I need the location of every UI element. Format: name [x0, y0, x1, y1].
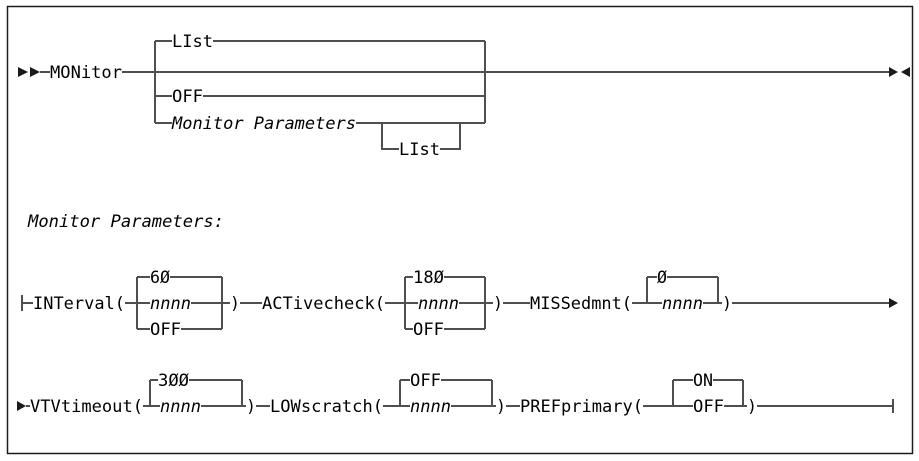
- activecheck-off: OFF: [413, 320, 444, 340]
- list-option: LIst: [172, 32, 213, 52]
- activecheck-close-paren: ): [493, 294, 503, 314]
- activecheck-variable: nnnn: [418, 294, 459, 314]
- monitor-statement: MONitor LIst OFF Monitor Parameters LIst: [18, 32, 910, 160]
- parameters-row-2: VTVtimeout( 3ØØ nnnn ) LOWscratch( OFF n…: [17, 371, 894, 417]
- missedmnt-variable: nnnn: [662, 294, 703, 314]
- prefprimary-keyword: PREFprimary(: [520, 397, 643, 417]
- start-arrow-icon: [18, 67, 28, 77]
- prefprimary-alternate: OFF: [693, 397, 724, 417]
- vtvtimeout-keyword: VTVtimeout(: [30, 397, 143, 417]
- end-arrow-right-icon: [889, 67, 898, 77]
- prefprimary-default: ON: [693, 371, 713, 391]
- fragment-label: Monitor Parameters:: [27, 212, 224, 232]
- interval-variable: nnnn: [150, 294, 191, 314]
- diagram-border: [6, 5, 914, 455]
- interval-default: 6Ø: [150, 268, 170, 288]
- vtvtimeout-default: 3ØØ: [158, 371, 189, 391]
- monitor-parameters-option: Monitor Parameters: [171, 114, 356, 134]
- lowscratch-variable: nnnn: [410, 397, 451, 417]
- lowscratch-default: OFF: [410, 371, 441, 391]
- interval-close-paren: ): [230, 294, 240, 314]
- lowscratch-close-paren: ): [496, 397, 506, 417]
- missedmnt-keyword: MISSedmnt(: [530, 294, 632, 314]
- activecheck-default: 18Ø: [413, 268, 444, 288]
- params-list-option: LIst: [399, 140, 440, 160]
- off-option: OFF: [172, 87, 203, 107]
- lowscratch-keyword: LOWscratch(: [270, 397, 383, 417]
- end-arrow-left-icon: [901, 67, 910, 77]
- optional-list-line: [381, 123, 399, 150]
- vtvtimeout-close-paren: ): [246, 397, 256, 417]
- missedmnt-default: Ø: [657, 268, 667, 288]
- parameters-row-1: INTerval( 6Ø nnnn OFF ) ACTivecheck( 18Ø…: [21, 268, 898, 340]
- interval-off: OFF: [150, 320, 181, 340]
- missedmnt-close-paren: ): [722, 294, 732, 314]
- prefprimary-close-paren: ): [747, 397, 757, 417]
- monitor-keyword: MONitor: [50, 63, 122, 83]
- row-continue-arrow-icon: [889, 298, 898, 308]
- activecheck-keyword: ACTivecheck(: [262, 294, 385, 314]
- start-arrow-icon: [30, 67, 40, 77]
- optional-list-line: [440, 123, 461, 150]
- row-start-arrow-icon: [17, 401, 26, 411]
- vtvtimeout-variable: nnnn: [160, 397, 201, 417]
- interval-keyword: INTerval(: [33, 294, 125, 314]
